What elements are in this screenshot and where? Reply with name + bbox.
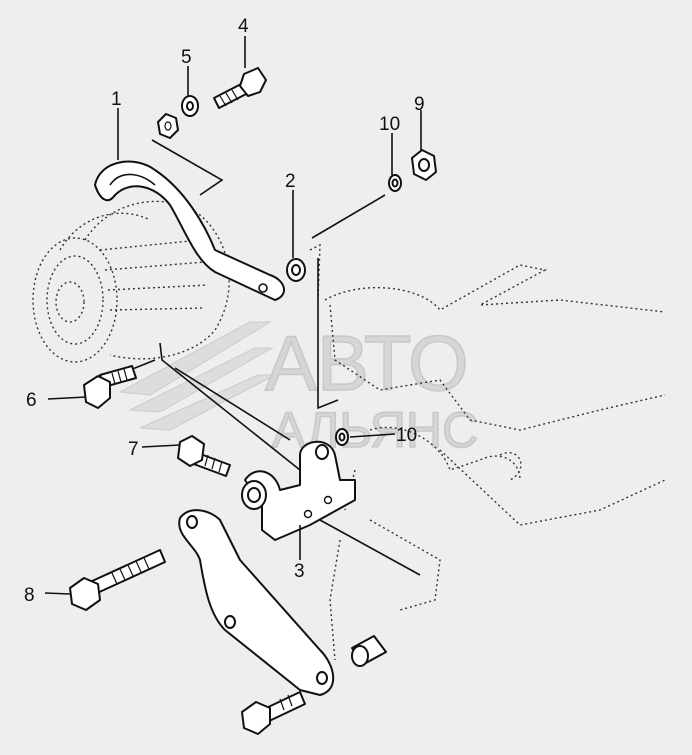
watermark-wing-icon [118,321,272,396]
bolt-m8-part[interactable] [213,67,267,109]
watermark-line1: АВТО [265,319,469,407]
callout-7: 7 [128,439,139,460]
flat-washer-part[interactable] [388,174,402,192]
callout-4: 4 [238,16,249,37]
sleeve-part[interactable] [351,635,387,667]
lock-washer-part[interactable] [181,95,199,117]
mounting-bracket-part[interactable] [241,440,356,541]
callout-1: 1 [111,89,122,110]
callout-5: 5 [181,47,192,68]
callout-9: 9 [414,94,425,115]
bolt-short-part[interactable] [83,365,137,409]
support-plate-part[interactable] [178,509,335,696]
watermark-line2: АЛЬЯНС [272,402,478,458]
nut-small-part[interactable] [157,113,179,139]
engine-outline [32,200,666,661]
bolt-medium-part[interactable] [177,435,231,477]
callout-3: 3 [294,561,305,582]
adjusting-strap-part[interactable] [94,160,285,301]
callout-8: 8 [24,585,35,606]
assembly-lines [129,139,421,576]
bolt-lower-part[interactable] [241,691,306,735]
callout-10-upper: 10 [379,114,400,135]
callout-labels: 1 2 3 4 5 6 7 8 9 10 10 [24,16,425,606]
callout-2: 2 [285,171,296,192]
spacer-bushing-part[interactable] [286,258,306,282]
bolt-long-part[interactable] [69,549,166,611]
flat-washer-lower-part[interactable] [335,428,349,446]
watermark-logo: АВТО АЛЬЯНС [118,318,479,459]
nut-large-part[interactable] [411,149,437,181]
callout-6: 6 [26,390,37,411]
leader-lines [44,36,422,595]
callout-10-lower: 10 [396,425,417,446]
